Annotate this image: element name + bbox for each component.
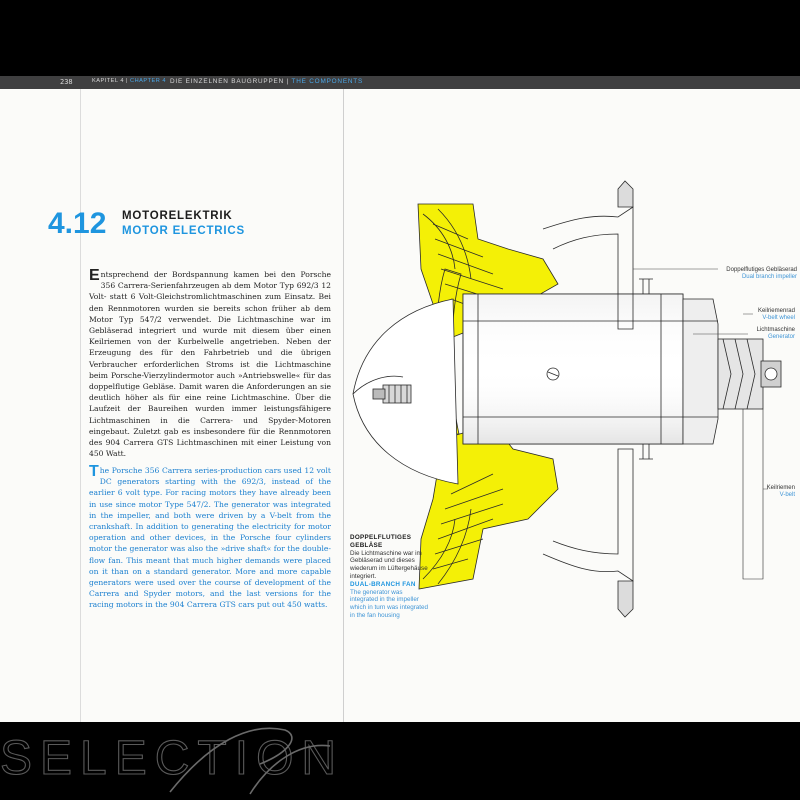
fan-housing-bottom xyxy=(542,448,634,582)
section-title-english: MOTOR ELECTRICS xyxy=(122,225,245,237)
running-title: DIE EINZELNEN BAUGRUPPEN | THE COMPONENT… xyxy=(170,78,364,85)
margin-rule xyxy=(80,89,81,722)
top-black-band xyxy=(0,0,800,76)
watermark-swoosh xyxy=(169,727,331,795)
v-belt-pulley xyxy=(717,338,764,410)
diagram-caption: DOPPELFLUTIGES GEBLÄSE Die Lichtmaschine… xyxy=(350,534,429,619)
selection-watermark-logo: SELECTION xyxy=(0,727,344,795)
section-number: 4.12 xyxy=(48,207,107,240)
chapter-label: KAPITEL 4 | CHAPTER 4 xyxy=(92,78,166,84)
running-header: 238 KAPITEL 4 | CHAPTER 4 DIE EINZELNEN … xyxy=(0,76,800,89)
drop-cap-english: T xyxy=(89,463,99,480)
section-title-german: MOTORELEKTRIK xyxy=(122,210,233,222)
watermark-text: SELECTION xyxy=(0,732,344,785)
rear-housing xyxy=(682,298,719,445)
bottom-black-band xyxy=(0,722,800,800)
page-number: 238 xyxy=(60,78,73,86)
fan-housing-top xyxy=(542,206,634,330)
generator-impeller-diagram xyxy=(352,180,782,618)
drop-cap-german: E xyxy=(89,267,100,284)
page-gutter xyxy=(343,89,344,722)
